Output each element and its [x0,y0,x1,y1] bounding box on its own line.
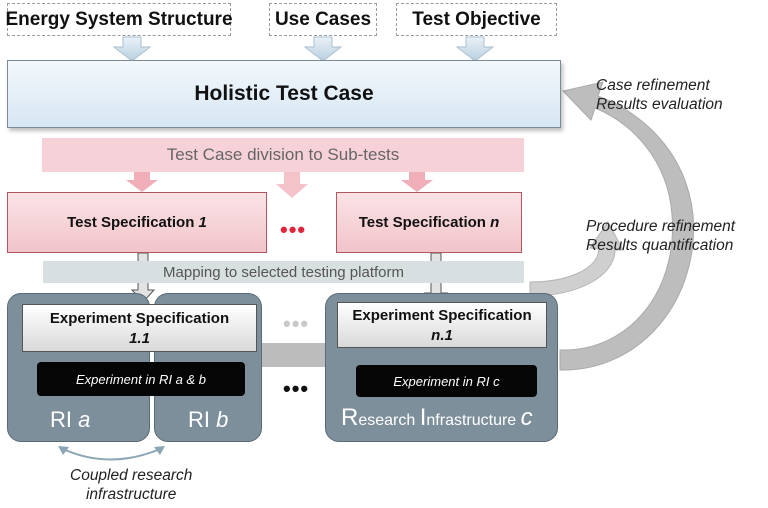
ellipsis-specs: ••• [280,217,307,242]
ri-connector [262,343,326,367]
coupled-research-label: Coupled research infrastructure [70,467,193,503]
ri-a-label: RI a [50,407,91,432]
test-spec-n-index: n [490,214,500,231]
arrow-division-1 [126,172,158,192]
curve-procedure-refinement [529,221,624,297]
test-specification-n: Test Specification n [336,192,522,253]
curve-case-refinement [559,81,695,371]
test-specification-1: Test Specification 1 [7,192,267,253]
test-spec-1-index: 1 [198,214,207,231]
arrow-division-3 [401,172,433,192]
input-energy-system-structure: Energy System Structure [5,3,233,36]
exp-spec-n-label: Experiment Specification [352,307,532,324]
exp-spec-1-index: 1.1 [129,330,150,347]
test-spec-n-label: Test Specification [358,214,486,231]
arrow-input-3 [455,36,495,62]
procedure-refinement-note: Procedure refinement Results quantificat… [586,218,736,254]
experiment-specification-n-1: Experiment Specification n.1 [337,302,547,348]
holistic-test-case: Holistic Test Case [7,60,561,128]
arrow-input-2 [303,36,343,62]
experiment-in-ri-c: Experiment in RI c [356,365,537,397]
ellipsis-experiments: ••• [283,311,310,336]
experiment-in-ri-a-b: Experiment in RI a & b [37,362,245,396]
exp-spec-n-index: n.1 [431,327,453,344]
test-case-division-band: Test Case division to Sub-tests [42,138,524,172]
case-refinement-note: Case refinement Results evaluation [596,77,723,113]
exp-spec-1-label: Experiment Specification [49,310,230,327]
arrow-input-1 [112,36,152,62]
coupled-double-arrow [62,448,161,461]
input-test-objective: Test Objective [396,3,557,36]
ellipsis-infrastructures: ••• [283,376,310,401]
arrow-division-2 [276,172,308,198]
experiment-specification-1-1: Experiment Specification 1.1 [22,304,257,352]
test-spec-1-label: Test Specification [67,214,195,231]
ri-c-label: Research Infrastructure c [341,404,533,431]
mapping-band: Mapping to selected testing platform [43,261,524,283]
ri-b-label: RI b [188,407,229,432]
input-use-cases: Use Cases [269,3,377,36]
